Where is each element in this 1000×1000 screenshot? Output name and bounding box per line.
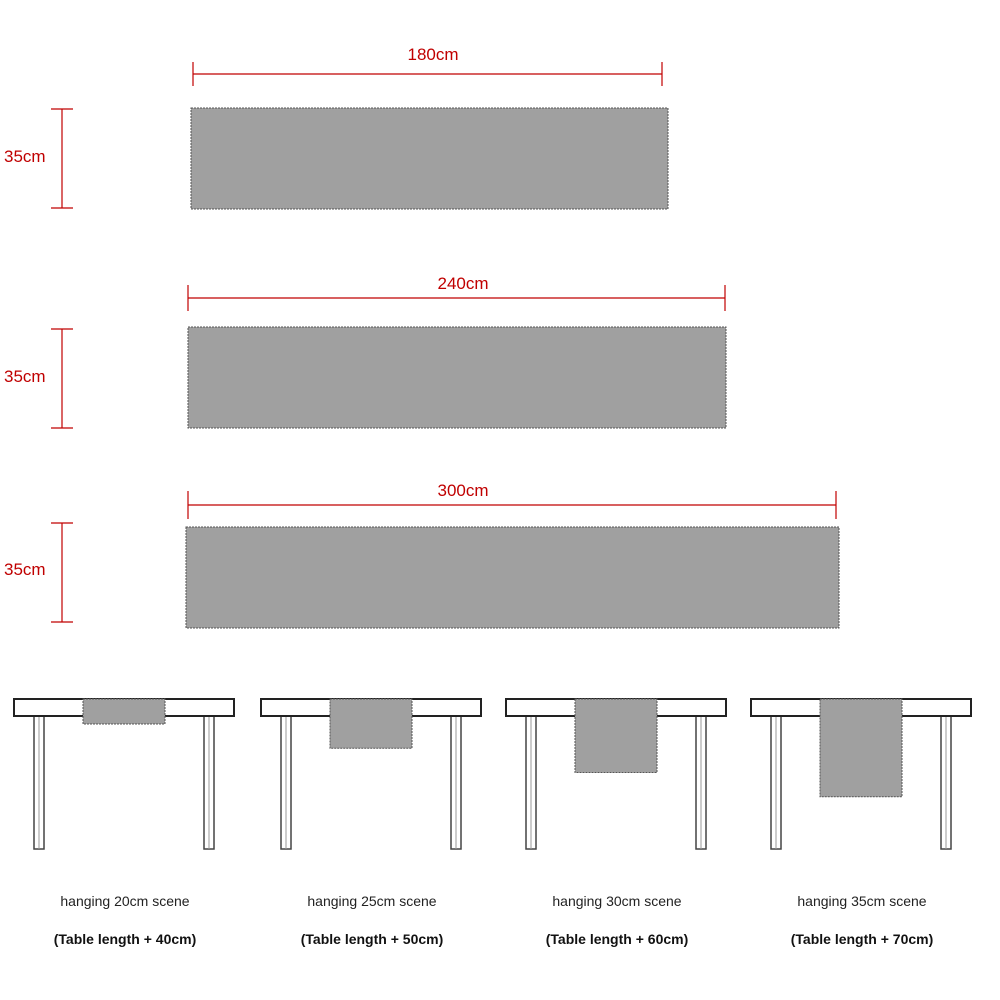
length-label: 300cm: [437, 481, 488, 500]
scene-title: hanging 25cm scene: [307, 893, 436, 909]
hanging-runner: [574, 698, 658, 773]
width-label: 35cm: [4, 367, 46, 386]
runner-240: 240cm 35cm: [4, 274, 727, 429]
scene-30: hanging 30cm scene (Table length + 60cm): [505, 698, 727, 947]
scene-formula: (Table length + 70cm): [791, 931, 934, 947]
length-label: 180cm: [407, 45, 458, 64]
scene-title: hanging 35cm scene: [797, 893, 926, 909]
width-dimension-line: [51, 108, 73, 209]
length-dimension-line: [187, 491, 837, 519]
scene-25: hanging 25cm scene (Table length + 50cm): [260, 698, 482, 947]
scene-35: hanging 35cm scene (Table length + 70cm): [750, 698, 972, 947]
width-dimension-line: [51, 522, 73, 623]
scene-20: hanging 20cm scene (Table length + 40cm): [13, 698, 235, 947]
hanging-runner: [82, 698, 166, 725]
width-dimension-line: [51, 328, 73, 429]
scene-title: hanging 30cm scene: [552, 893, 681, 909]
scene-title: hanging 20cm scene: [60, 893, 189, 909]
length-label: 240cm: [437, 274, 488, 293]
scene-formula: (Table length + 60cm): [546, 931, 689, 947]
scene-formula: (Table length + 50cm): [301, 931, 444, 947]
runner-180: 180cm 35cm: [4, 45, 669, 210]
hanging-runner: [329, 698, 413, 749]
width-label: 35cm: [4, 147, 46, 166]
runner-rect: [190, 107, 669, 210]
length-dimension-line: [192, 62, 663, 86]
hanging-runner: [819, 698, 903, 798]
runner-rect: [187, 326, 727, 429]
runner-300: 300cm 35cm: [4, 481, 840, 629]
scene-formula: (Table length + 40cm): [54, 931, 197, 947]
hanging-scenes: hanging 20cm scene(Table length + 40cm)h…: [13, 698, 972, 947]
runner-rect: [185, 526, 840, 629]
width-label: 35cm: [4, 560, 46, 579]
length-dimension-line: [187, 285, 726, 311]
